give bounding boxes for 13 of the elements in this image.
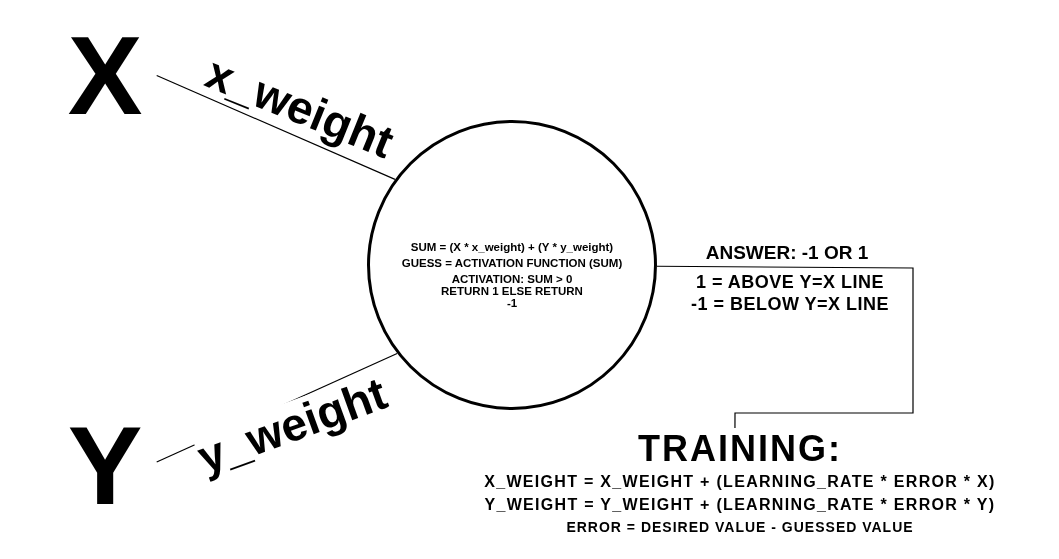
input-variable: Y [66, 408, 144, 523]
y-weight-update-formula: Y_WEIGHT = Y_WEIGHT + (LEARNING_RATE * ERROR * Y) [484, 495, 996, 515]
training-heading: TRAINING: [638, 428, 842, 470]
answer-meaning-note: 1 = ABOVE Y=X LINE [695, 271, 885, 293]
answer-meaning-note: -1 = BELOW Y=X LINE [690, 293, 890, 315]
x-weight-update-formula: X_WEIGHT = X_WEIGHT + (LEARNING_RATE * ERROR * X) [484, 472, 996, 492]
connector-line [656, 265, 914, 429]
sum-formula: SUM = (X * x_weight) + (Y * y_weight) [410, 241, 614, 254]
connector-line [156, 74, 396, 180]
guess-formula: GUESS = ACTIVATION FUNCTION (SUM) [401, 257, 623, 270]
input-variable: X [66, 18, 144, 133]
error-formula: ERROR = DESIRED VALUE - GUESSED VALUE [566, 518, 914, 537]
activation-rule: ACTIVATION: SUM > 0 RETURN 1 ELSE RETURN -1 [440, 273, 584, 310]
